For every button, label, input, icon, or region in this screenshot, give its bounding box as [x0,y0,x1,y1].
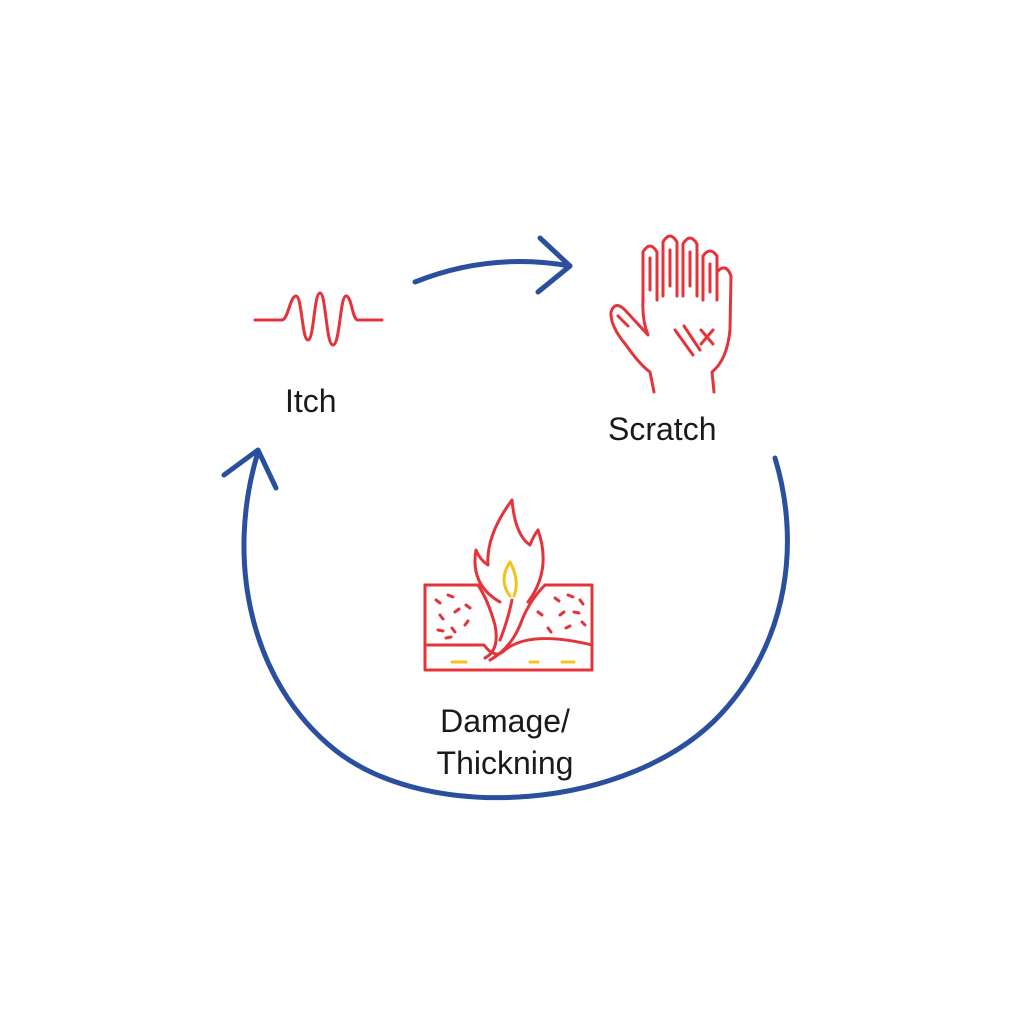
itch-label: Itch [285,383,337,419]
arrow-loop-shaft [241,449,790,801]
damage-thickening-label: Damage/ Thickning [380,700,630,784]
scratching-hand-icon [609,234,733,394]
arrow-scratch-to-itch-loop [221,447,790,801]
arrow-itch-to-scratch-shaft [412,259,573,285]
arrow-loop-head [221,447,279,491]
damage-label-line1: Damage/ [440,703,570,739]
arrow-itch-to-scratch-head [535,235,573,295]
damage-label-line2: Thickning [436,745,574,781]
inflamed-skin-flame-icon [423,498,594,672]
scratch-label: Scratch [608,411,717,447]
itch-wave-icon [253,291,384,347]
arrow-itch-to-scratch [412,235,573,295]
